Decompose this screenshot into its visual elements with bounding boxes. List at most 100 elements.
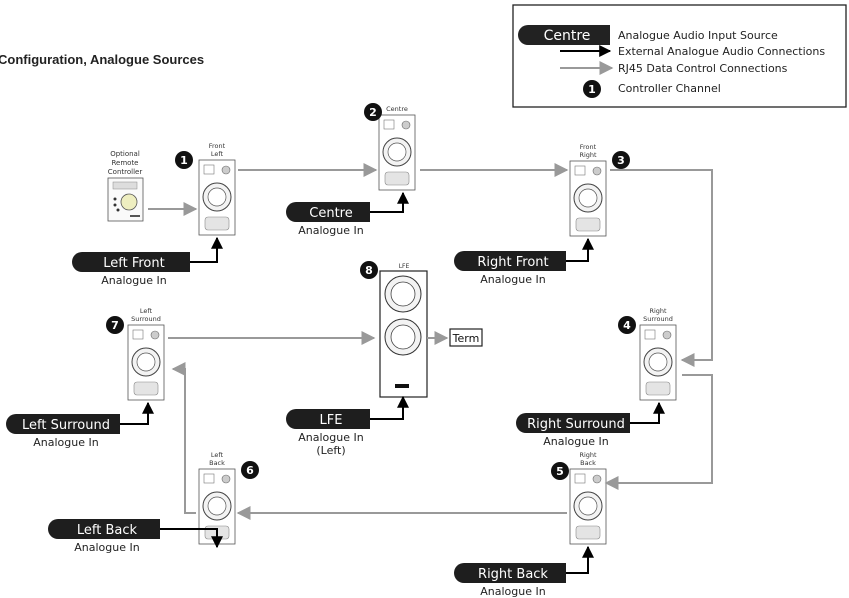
source-tag — [454, 563, 566, 583]
legend-channel-desc: Controller Channel — [618, 82, 721, 95]
speaker-woofer-cone — [578, 496, 598, 516]
channel-badge — [612, 151, 630, 169]
source-sub-label: Analogue In — [480, 585, 545, 598]
source-tag-label: Right Back — [478, 567, 548, 582]
channel-badge-number: 3 — [617, 154, 625, 167]
badge-lfe — [360, 261, 378, 279]
speaker-label: Surround — [643, 315, 673, 323]
legend: Centre Analogue Audio Input Source Exter… — [512, 4, 847, 108]
speaker-lfe: LFE 8 — [360, 261, 428, 398]
channel-badge-number: 7 — [111, 319, 119, 332]
source-tag — [48, 519, 160, 539]
external-audio-arrow — [566, 545, 594, 574]
remote-controller: Optional Remote Controller — [107, 150, 144, 222]
speaker-port — [384, 171, 410, 186]
channel-badge — [618, 316, 636, 334]
source-tag-label: Right Surround — [527, 417, 625, 432]
rj45-left-back-to-left-surround — [171, 362, 196, 514]
source-tag — [516, 413, 630, 433]
source-sub-label-2: (Left) — [316, 444, 345, 457]
channel-badge-number: 4 — [623, 319, 631, 332]
external-audio-arrow — [120, 401, 154, 425]
legend-external-desc: External Analogue Audio Connections — [618, 45, 825, 58]
speaker-tweeter-panel — [574, 473, 586, 484]
external-audio-arrow — [370, 191, 409, 213]
legend-source-desc: Analogue Audio Input Source — [618, 29, 778, 42]
speaker-port — [133, 381, 159, 396]
speaker-port — [575, 525, 601, 540]
remote-display — [112, 181, 138, 190]
source-tag-label: Right Front — [477, 255, 548, 270]
remote-knob — [120, 193, 138, 211]
source-sub-label: Analogue In — [101, 274, 166, 287]
speaker-woofer-cone — [136, 352, 156, 372]
remote-logo — [130, 215, 140, 217]
source-tag — [72, 252, 190, 272]
speaker-port — [575, 217, 601, 232]
speaker-tweeter — [592, 474, 602, 484]
speaker-woofer-cone — [207, 496, 227, 516]
legend-box — [512, 4, 847, 108]
remote-button — [113, 197, 117, 201]
speaker-label: Front — [580, 143, 597, 151]
source-tag-label: Centre — [309, 206, 352, 221]
speaker-lfe-label: LFE — [399, 263, 410, 270]
speaker-woofer-cone — [387, 142, 407, 162]
speaker-tweeter — [592, 166, 602, 176]
legend-rj45-desc: RJ45 Data Control Connections — [618, 62, 788, 75]
speaker-label: Right — [649, 307, 667, 315]
speaker-woofer-cone — [207, 187, 227, 207]
channel-badge-number: 6 — [246, 464, 254, 477]
source-tag-label: Left Surround — [22, 418, 110, 433]
legend-channel-badge — [583, 80, 601, 98]
rj45-right-surround-to-right-back — [604, 374, 713, 490]
source-tag — [6, 414, 120, 434]
remote-button — [113, 203, 117, 207]
speaker-label: Back — [580, 459, 596, 467]
speaker-tweeter — [150, 330, 160, 340]
speaker-tweeter-panel — [203, 164, 215, 175]
legend-source-tag-label: Centre — [544, 28, 591, 44]
source-tag — [286, 409, 370, 429]
source-sub-label: Analogue In — [480, 273, 545, 286]
speaker-label: Front — [209, 142, 226, 150]
source-sub-label: Analogue In — [298, 224, 363, 237]
speaker-woofer-cone — [578, 188, 598, 208]
speaker-tweeter-panel — [383, 119, 395, 130]
speaker-label: Back — [209, 459, 225, 467]
channel-badge — [175, 151, 193, 169]
speaker-label: Right — [579, 151, 597, 159]
external-audio-arrow — [190, 236, 223, 263]
remote-button — [116, 208, 120, 212]
speaker-tweeter — [401, 120, 411, 130]
speaker-tweeter — [221, 474, 231, 484]
channel-badge-number: 1 — [180, 154, 188, 167]
source-tag — [286, 202, 370, 222]
rj45-front-right-to-right-surround — [610, 169, 713, 367]
source-sub-label: Analogue In — [33, 436, 98, 449]
channel-badge — [364, 103, 382, 121]
lfe-woofer-lower-cone — [390, 324, 416, 350]
channel-badge — [551, 462, 569, 480]
speaker-tweeter — [221, 165, 231, 175]
source-tag-label: LFE — [320, 413, 343, 428]
external-audio-arrow — [370, 395, 409, 420]
legend-source-tag — [518, 25, 610, 45]
speaker-label: Surround — [131, 315, 161, 323]
speaker-tweeter-panel — [203, 473, 215, 484]
